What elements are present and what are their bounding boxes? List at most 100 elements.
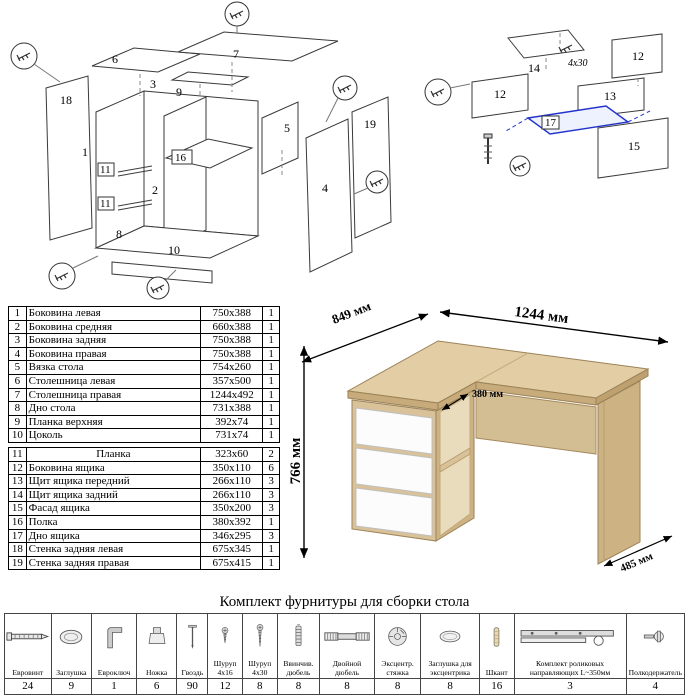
part-label-5: 5 — [284, 121, 290, 135]
part-size: 750x388 — [200, 346, 264, 362]
part-num: 12 — [8, 460, 27, 476]
double-dowel-icon — [324, 632, 370, 641]
part-name: Дно стола — [25, 401, 202, 416]
drawer-screw-size: 4х30 — [568, 58, 587, 69]
shelf-board — [439, 447, 471, 473]
part-num: 19 — [8, 555, 27, 571]
part-label-12r: 12 — [632, 49, 644, 63]
hardware-item-qty: 8 — [242, 678, 277, 694]
part-qty: 1 — [262, 428, 280, 443]
hex-key-icon — [107, 626, 123, 648]
hardware-item-label: Заглушка — [56, 667, 87, 677]
part-qty: 1 — [262, 542, 280, 557]
part-size: 266x110 — [200, 487, 264, 503]
part-size: 675x415 — [200, 555, 264, 571]
part-label-9: 9 — [176, 85, 182, 99]
dim-shelf: 380 мм — [472, 389, 503, 400]
part-label-11b: 11 — [100, 198, 111, 210]
part-qty: 3 — [262, 528, 280, 544]
hardware-item-qty: 4 — [626, 678, 685, 694]
part-name: Боковина средняя — [25, 319, 202, 335]
nail-icon — [188, 624, 197, 649]
screw-short-icon — [221, 626, 229, 643]
part-num: 14 — [8, 487, 27, 503]
part-label-3: 3 — [150, 77, 156, 91]
hardware-item-label: Ввинчив. дюбель — [283, 659, 314, 677]
part-name: Щит ящика передний — [25, 474, 202, 489]
panel-12r — [611, 33, 663, 79]
hardware-item-qty: 9 — [51, 678, 92, 694]
panel-7 — [177, 31, 339, 62]
part-label-18: 18 — [60, 93, 72, 107]
hardware-item-label: Двойной дюбель — [332, 659, 362, 677]
part-qty: 1 — [262, 306, 280, 321]
part-name: Дно ящика — [25, 528, 202, 544]
part-name: Вязка стола — [25, 360, 202, 375]
part-num: 6 — [8, 373, 27, 389]
part-num: 5 — [8, 360, 27, 375]
part-size: 350x200 — [200, 501, 264, 516]
part-name: Столешница левая — [25, 373, 202, 389]
hardware-kit: Комплект фурнитуры для сборки стола Евро… — [0, 594, 689, 695]
part-qty: 1 — [262, 319, 280, 335]
confirmat-screw-icon — [6, 632, 50, 641]
desk-figure: 849 мм 1244 мм 766 мм 380 мм 485 мм — [288, 296, 688, 594]
part-label-10: 10 — [168, 243, 180, 257]
part-size: 357x500 — [200, 373, 264, 389]
hardware-item-label: Заглушка для эксцентрика — [428, 659, 472, 677]
hardware-item-qty: 6 — [136, 678, 177, 694]
cam-cap-icon — [439, 630, 461, 643]
part-size: 731x388 — [200, 401, 264, 416]
hardware-item-qty: 8 — [374, 678, 421, 694]
wood-dowel-icon — [493, 627, 500, 646]
part-qty: 2 — [262, 446, 280, 462]
part-num: 1 — [8, 306, 27, 321]
panel-14 — [507, 29, 585, 59]
hardware-item-label: Эксцентр. стяжка — [381, 659, 414, 677]
part-num: 9 — [8, 414, 27, 430]
part-num: 10 — [8, 428, 27, 443]
part-label-13: 13 — [604, 89, 616, 103]
part-qty: 1 — [262, 401, 280, 416]
hardware-item: Гвоздь 90 — [176, 614, 208, 694]
part-num: 3 — [8, 333, 27, 348]
part-qty: 1 — [262, 414, 280, 430]
hardware-item-label: Шуруп 4х16 — [213, 659, 237, 677]
hardware-item-qty: 90 — [177, 678, 208, 694]
panel-18 — [45, 75, 93, 241]
hardware-item: Ввинчив. дюбель 8 — [276, 614, 320, 694]
part-size: 380x392 — [200, 514, 264, 530]
part-num: 16 — [8, 514, 27, 530]
hardware-item: Заглушка 9 — [50, 614, 92, 694]
part-num: 15 — [8, 501, 27, 516]
part-num: 11 — [8, 446, 27, 462]
hardware-item-qty: 3 — [514, 678, 626, 694]
desk-back-tie — [475, 390, 597, 455]
panel-8 — [94, 225, 260, 259]
cap-icon — [60, 629, 83, 644]
part-qty: 1 — [262, 333, 280, 348]
hardware-item-label: Евроключ — [97, 667, 131, 677]
part-num: 8 — [8, 401, 27, 416]
hardware-item: Шкант 16 — [478, 614, 514, 694]
panel-12l — [471, 73, 529, 119]
part-size: 750x388 — [200, 306, 264, 321]
part-num: 17 — [8, 528, 27, 544]
part-size: 750x388 — [200, 333, 264, 348]
part-num: 2 — [8, 319, 27, 335]
part-num: 13 — [8, 474, 27, 489]
part-size: 731x74 — [200, 428, 264, 443]
part-name: Планка верхняя — [25, 414, 202, 430]
